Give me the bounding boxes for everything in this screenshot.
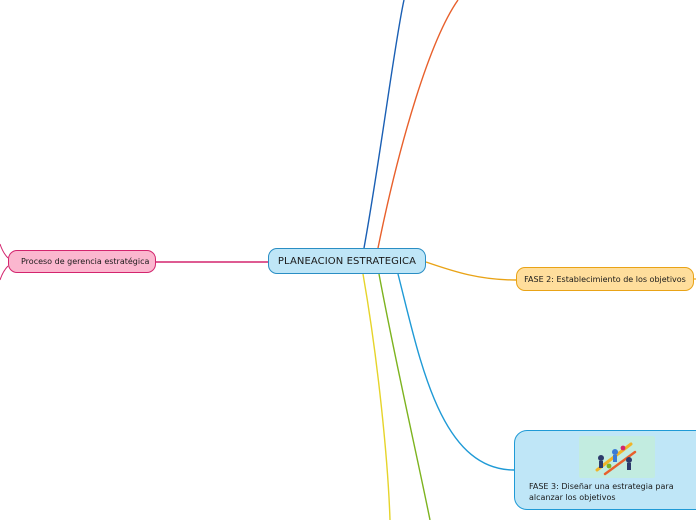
topic-fase-3[interactable]: FASE 3: Diseñar una estrategia para alca… [514, 430, 696, 510]
people-with-pencils-illustration-icon [579, 436, 655, 478]
topic-fase-2-label: FASE 2: Establecimiento de los objetivos [524, 274, 686, 284]
connector-amber [425, 261, 517, 281]
connector-green [378, 273, 431, 520]
topic-proceso-gerencia[interactable]: Proceso de gerencia estratégica [8, 250, 156, 273]
connector-dark-blue [363, 0, 405, 249]
central-topic[interactable]: PLANEACION ESTRATEGICA [268, 248, 426, 274]
topic-fase-2[interactable]: FASE 2: Establecimiento de los objetivos [516, 267, 694, 291]
central-topic-label: PLANEACION ESTRATEGICA [277, 255, 417, 267]
connector-orange [377, 0, 459, 249]
connector-pink-left-upper [0, 243, 9, 259]
connector-sky-blue [397, 273, 515, 471]
connector-yellow [362, 273, 391, 520]
topic-proceso-gerencia-label: Proceso de gerencia estratégica [21, 257, 150, 266]
connector-pink-left-lower [0, 265, 9, 281]
topic-fase-3-label: FASE 3: Diseñar una estrategia para alca… [529, 482, 674, 502]
